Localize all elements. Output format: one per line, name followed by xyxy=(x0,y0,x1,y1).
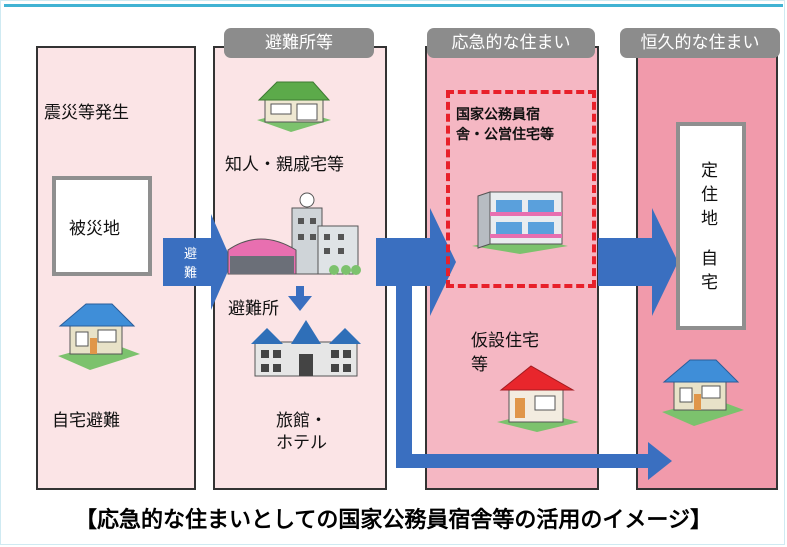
heading-disaster: 震災等発生 xyxy=(44,103,129,123)
settle-box xyxy=(676,122,746,330)
stage-tag-permanent-housing: 恒久的な住まい xyxy=(620,28,780,58)
temp-housing-label-line1: 仮設住宅 xyxy=(471,331,539,351)
arrow-shelter-to-inn xyxy=(288,286,312,311)
home-evacuation-label: 自宅避難 xyxy=(52,411,120,431)
temp-housing-label-line2: 等 xyxy=(471,355,488,375)
stage-tag-emergency-housing: 応急的な住まい xyxy=(427,28,595,58)
shelter-label: 避難所 xyxy=(228,299,279,319)
inn-label-line2: ホテル xyxy=(276,433,327,453)
temporary-house-icon xyxy=(497,365,579,432)
hotel-icon xyxy=(251,320,361,377)
house-icon xyxy=(662,359,744,426)
arrow-to-emergency xyxy=(376,208,456,316)
top-accent-line xyxy=(4,4,783,7)
settle-char-2: 住 xyxy=(701,185,718,205)
settle-char-4: 自 xyxy=(701,249,718,269)
stage-tag-shelters: 避難所等 xyxy=(224,28,374,58)
school-building-icon xyxy=(227,192,361,275)
arrow-direct-to-home xyxy=(396,286,672,480)
arrow-evacuate xyxy=(163,214,232,310)
public-housing-highlight xyxy=(446,90,596,288)
arrow-to-permanent xyxy=(598,208,678,316)
settle-char-3: 地 xyxy=(701,209,718,229)
evacuate-label-1: 避 xyxy=(184,247,198,262)
acquaintance-home-label: 知人・親戚宅等 xyxy=(225,155,344,175)
public-housing-label-line1: 国家公務員宿 xyxy=(456,107,540,123)
diagram-caption: 【応急的な住まいとしての国家公務員宿舎等の活用のイメージ】 xyxy=(75,508,712,533)
house-icon xyxy=(58,303,140,370)
settle-char-1: 定 xyxy=(701,161,718,181)
settle-char-5: 宅 xyxy=(701,273,718,293)
inn-label-line1: 旅館・ xyxy=(276,411,327,431)
shop-house-icon xyxy=(257,81,331,132)
apartment-icon xyxy=(472,191,568,254)
public-housing-label-line2: 舎・公営住宅等 xyxy=(456,127,554,143)
disaster-area-label: 被災地 xyxy=(69,219,120,239)
evacuate-label-2: 難 xyxy=(184,266,198,281)
disaster-area-box xyxy=(52,176,152,276)
